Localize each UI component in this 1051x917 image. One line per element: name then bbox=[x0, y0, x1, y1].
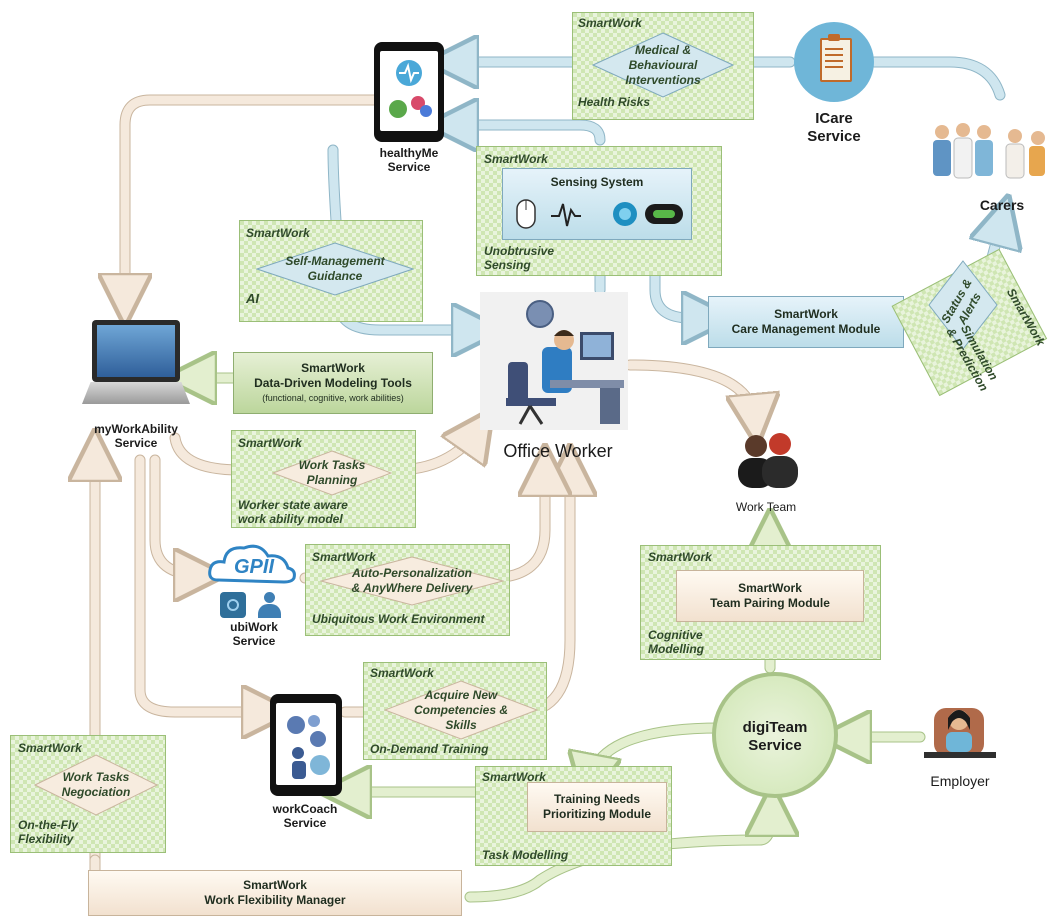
team-pairing-line1: SmartWork bbox=[738, 581, 802, 595]
flexibility-line2: Work Flexibility Manager bbox=[204, 893, 346, 907]
smartwork-tag: SmartWork bbox=[238, 436, 302, 450]
settings-icon bbox=[220, 592, 246, 618]
carers-icon bbox=[930, 120, 1048, 192]
auto-personalization-label: Auto-Personalization & AnyWhere Delivery bbox=[351, 566, 473, 595]
office-worker-image bbox=[480, 292, 628, 430]
self-management-diamond: Self-Management Guidance bbox=[256, 242, 414, 296]
sensing-system-title: Sensing System bbox=[550, 175, 644, 189]
on-demand-training-caption: On-Demand Training bbox=[370, 742, 489, 756]
medical-interventions-diamond: Medical & Behavioural Interventions bbox=[592, 32, 734, 98]
simulation-prediction-panel: Status & Alerts Simulation & Prediction … bbox=[891, 232, 1048, 402]
cognitive-modelling-caption: Cognitive Modelling bbox=[648, 628, 704, 656]
flexibility-line1: SmartWork bbox=[243, 878, 307, 892]
smartwork-tag: SmartWork bbox=[370, 666, 434, 680]
care-management-line2: Care Management Module bbox=[731, 322, 881, 336]
sensing-caption: Unobtrusive Sensing bbox=[484, 244, 555, 272]
workcoach-tablet bbox=[270, 694, 342, 796]
data-driven-line1: SmartWork bbox=[301, 360, 365, 375]
work-team-icon bbox=[730, 432, 802, 490]
health-risks-caption: Health Risks bbox=[578, 95, 651, 109]
carers-label: Carers bbox=[979, 197, 1025, 213]
employer-icon bbox=[920, 700, 1000, 766]
laptop-icon bbox=[82, 320, 192, 416]
digiteam-service-label: digiTeam Service bbox=[742, 719, 808, 754]
sensors-icon bbox=[516, 199, 683, 229]
office-worker-label: Office Worker bbox=[503, 441, 613, 461]
ubiwork-service-label: ubiWork Service bbox=[230, 620, 278, 648]
smartwork-tag: SmartWork bbox=[482, 770, 546, 784]
acquire-competencies-diamond: Acquire New Competencies & Skills bbox=[384, 680, 538, 740]
work-tasks-negociation-label: Work Tasks Negociation bbox=[61, 770, 131, 799]
task-modelling-caption: Task Modelling bbox=[482, 848, 569, 862]
ubiquitous-work-caption: Ubiquitous Work Environment bbox=[312, 612, 485, 626]
status-alerts-diamond: Status & Alerts bbox=[928, 260, 998, 350]
smartwork-tag: SmartWork bbox=[18, 741, 82, 755]
health-app-icon bbox=[389, 60, 432, 118]
data-driven-modeling-module: SmartWork Data-Driven Modeling Tools (fu… bbox=[233, 352, 433, 414]
digiteam-circle bbox=[712, 672, 838, 798]
care-management-module: SmartWork Care Management Module bbox=[708, 296, 904, 348]
smartwork-tag: SmartWork bbox=[312, 550, 376, 564]
healthyme-service-label: healthyMe Service bbox=[379, 146, 439, 174]
on-the-fly-caption: On-the-Fly Flexibility bbox=[18, 818, 78, 846]
team-pairing-line2: Team Pairing Module bbox=[710, 596, 830, 610]
smartwork-tag: SmartWork bbox=[648, 550, 712, 564]
work-flexibility-manager: SmartWork Work Flexibility Manager bbox=[88, 870, 462, 916]
data-driven-line3: (functional, cognitive, work abilities) bbox=[262, 392, 404, 403]
smartwork-tag: SmartWork bbox=[484, 152, 548, 166]
training-needs-line1: Training Needs bbox=[553, 792, 641, 806]
training-app-icon bbox=[287, 715, 330, 779]
sensing-system-box: Sensing System bbox=[502, 168, 692, 240]
employer-label: Employer bbox=[930, 773, 990, 789]
icare-service-label: ICare Service bbox=[807, 110, 861, 145]
myworkability-service-label: myWorkAbility Service bbox=[94, 422, 178, 450]
gpii-text: GPII bbox=[233, 556, 274, 578]
work-tasks-negociation-diamond: Work Tasks Negociation bbox=[34, 754, 158, 816]
team-pairing-module: SmartWork Team Pairing Module bbox=[676, 570, 864, 622]
user-icon bbox=[256, 592, 282, 618]
smartwork-tag: SmartWork bbox=[246, 226, 310, 240]
smartwork-tag: SmartWork bbox=[578, 16, 642, 30]
acquire-competencies-panel bbox=[363, 662, 547, 760]
care-management-line1: SmartWork bbox=[774, 307, 838, 321]
work-tasks-planning-caption: Worker state aware work ability model bbox=[238, 498, 348, 526]
self-management-label: Self-Management Guidance bbox=[285, 254, 385, 283]
work-tasks-planning-diamond: Work Tasks Planning bbox=[272, 450, 392, 496]
auto-personalization-diamond: Auto-Personalization & AnyWhere Delivery bbox=[320, 556, 504, 606]
icare-clipboard-icon bbox=[794, 22, 874, 102]
work-team-label: Work Team bbox=[735, 500, 797, 514]
training-needs-line2: Prioritizing Module bbox=[543, 807, 651, 821]
medical-interventions-label: Medical & Behavioural Interventions bbox=[625, 42, 701, 87]
data-driven-line2: Data-Driven Modeling Tools bbox=[254, 375, 412, 390]
acquire-competencies-label: Acquire New Competencies & Skills bbox=[413, 687, 509, 732]
healthyme-tablet bbox=[374, 42, 444, 142]
ai-caption: AI bbox=[246, 291, 259, 306]
gpii-icon: GPII bbox=[208, 540, 298, 620]
workcoach-service-label: workCoach Service bbox=[272, 802, 338, 830]
work-tasks-planning-label: Work Tasks Planning bbox=[298, 458, 366, 487]
training-needs-module: Training Needs Prioritizing Module bbox=[527, 782, 667, 832]
